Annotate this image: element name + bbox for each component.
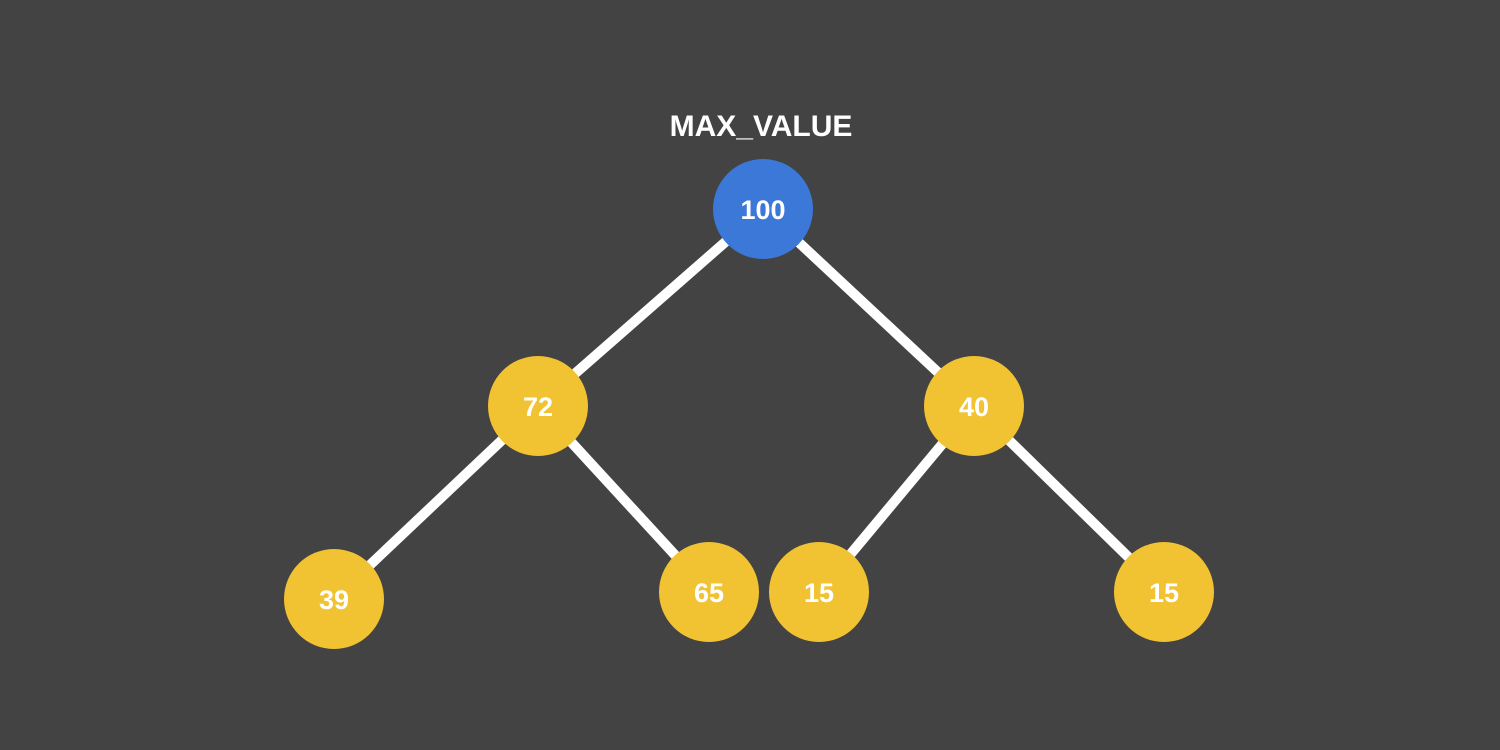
node-circle xyxy=(769,542,869,642)
node-circle xyxy=(284,549,384,649)
node-value-label: 39 xyxy=(319,585,349,615)
node-value-label: 100 xyxy=(740,195,785,225)
node-value-label: 40 xyxy=(959,392,989,422)
edges-layer xyxy=(330,205,1168,603)
tree-node: 72 xyxy=(488,356,588,456)
node-value-label: 15 xyxy=(1149,578,1179,608)
node-circle xyxy=(659,542,759,642)
node-value-label: 15 xyxy=(804,578,834,608)
tree-node: 15 xyxy=(1114,542,1214,642)
tree-node: 15 xyxy=(769,542,869,642)
tree-node: 39 xyxy=(284,549,384,649)
nodes-layer: 100 72 40 39 65 15 15 xyxy=(284,159,1214,649)
tree-title: MAX_VALUE xyxy=(670,110,853,143)
tree-node: 65 xyxy=(659,542,759,642)
root-node: 100 xyxy=(713,159,813,259)
node-circle xyxy=(713,159,813,259)
tree-node: 40 xyxy=(924,356,1024,456)
node-circle xyxy=(488,356,588,456)
node-value-label: 72 xyxy=(523,392,553,422)
node-circle xyxy=(924,356,1024,456)
node-value-label: 65 xyxy=(694,578,724,608)
node-circle xyxy=(1114,542,1214,642)
